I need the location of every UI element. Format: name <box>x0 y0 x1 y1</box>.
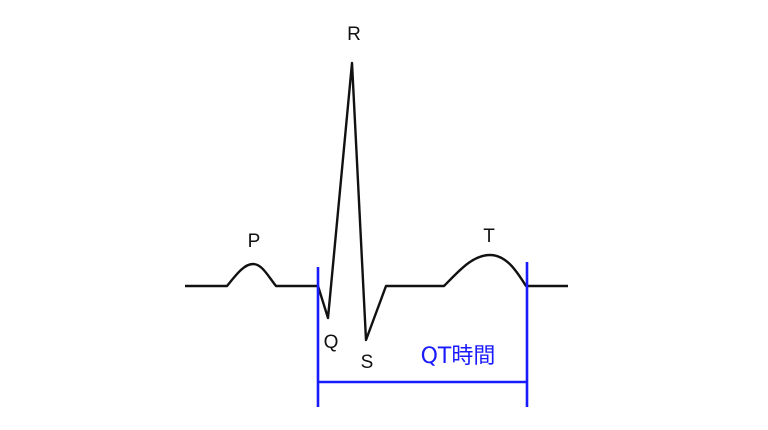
label-r: R <box>347 24 361 45</box>
label-t: T <box>483 226 495 247</box>
ecg-trace <box>185 61 568 342</box>
label-p: P <box>248 231 261 252</box>
label-q: Q <box>324 332 339 353</box>
label-s: S <box>361 352 374 373</box>
qt-interval-label: QT時間 <box>421 344 496 369</box>
qt-interval-bracket <box>316 262 529 407</box>
